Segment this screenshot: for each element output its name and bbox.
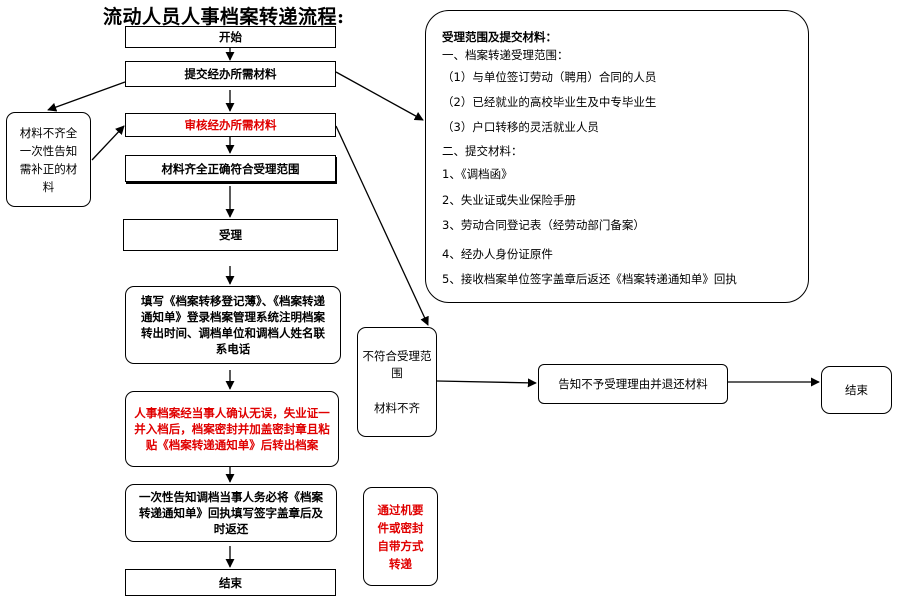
info-section2: 二、提交材料： xyxy=(442,144,523,158)
info-s2-item: 5、接收档案单位签字盖章后返还《档案转递通知单》回执 xyxy=(442,272,737,286)
info-section1: 一、档案转递受理范围： xyxy=(442,48,569,62)
flow-notify: 一次性告知调档当事人务必将《档案转递通知单》回执填写签字盖章后及时返还 xyxy=(125,484,337,542)
incomplete-materials-label: 材料不齐全一次性告知需补正的材料 xyxy=(19,125,78,194)
reject-label: 告知不予受理理由并退还材料 xyxy=(558,377,708,391)
info-s2-item: 1、《调档函》 xyxy=(442,167,513,181)
flow-submit-label: 提交经办所需材料 xyxy=(184,67,277,81)
arrow-submit-incomplete xyxy=(47,81,126,112)
page-title: 流动人员人事档案转递流程: xyxy=(103,6,345,28)
flow-accept-label: 受理 xyxy=(219,228,242,242)
flow-review-label: 审核经办所需材料 xyxy=(184,118,277,132)
flow-start: 开始 xyxy=(125,26,336,48)
incomplete-materials: 材料不齐全一次性告知需补正的材料 xyxy=(6,112,91,207)
not-match-box: 不符合受理范围 材料不齐 xyxy=(357,327,437,437)
flow-notify-label: 一次性告知调档当事人务必将《档案转递通知单》回执填写签字盖章后及时返还 xyxy=(139,490,323,536)
info-heading: 受理范围及提交材料： xyxy=(442,30,557,44)
flow-complete-label: 材料齐全正确符合受理范围 xyxy=(161,161,300,176)
side-end-label: 结束 xyxy=(845,383,868,397)
flow-submit: 提交经办所需材料 xyxy=(125,61,336,87)
info-s1-item: （2）已经就业的高校毕业生及中专毕业生 xyxy=(442,95,657,109)
acceptance-info-panel: 受理范围及提交材料： 一、档案转递受理范围： （1）与单位签订劳动（聘用）合同的… xyxy=(425,10,809,303)
flow-fill-label: 填写《档案转移登记薄》、《档案转递通知单》登录档案管理系统注明档案转出时间、调档… xyxy=(141,294,325,356)
flow-complete: 材料齐全正确符合受理范围 xyxy=(125,155,336,182)
flow-end-label: 结束 xyxy=(219,575,242,590)
flow-seal: 人事档案经当事人确认无误，失业证一并入档后，档案密封并加盖密封章且粘贴《档案转递… xyxy=(125,391,339,467)
transfer-method-label: 通过机要件或密封自带方式转递 xyxy=(377,502,424,571)
flow-end: 结束 xyxy=(125,569,336,596)
arrow-notmatch-reject xyxy=(436,378,537,388)
info-s2-item: 2、失业证或失业保险手册 xyxy=(442,193,576,207)
arrow-submit-info xyxy=(335,71,424,121)
arrow-review-notmatch xyxy=(335,125,429,326)
arrow-incomplete-review xyxy=(91,125,125,161)
info-s2-item: 3、劳动合同登记表（经劳动部门备案） xyxy=(442,218,645,232)
flow-fill: 填写《档案转移登记薄》、《档案转递通知单》登录档案管理系统注明档案转出时间、调档… xyxy=(125,286,341,364)
flow-accept: 受理 xyxy=(123,219,338,251)
not-match-line2: 材料不齐 xyxy=(374,400,420,415)
reject-box: 告知不予受理理由并退还材料 xyxy=(538,364,728,404)
info-s1-item: （3）户口转移的灵活就业人员 xyxy=(442,120,599,134)
flow-start-label: 开始 xyxy=(219,30,242,44)
info-s2-item: 4、经办人身份证原件 xyxy=(442,247,553,261)
flow-review: 审核经办所需材料 xyxy=(125,113,336,137)
flow-seal-label: 人事档案经当事人确认无误，失业证一并入档后，档案密封并加盖密封章且粘贴《档案转递… xyxy=(134,406,330,452)
transfer-method: 通过机要件或密封自带方式转递 xyxy=(363,487,438,586)
not-match-line1: 不符合受理范围 xyxy=(362,348,432,380)
side-end: 结束 xyxy=(821,366,892,414)
info-s1-item: （1）与单位签订劳动（聘用）合同的人员 xyxy=(442,70,657,84)
